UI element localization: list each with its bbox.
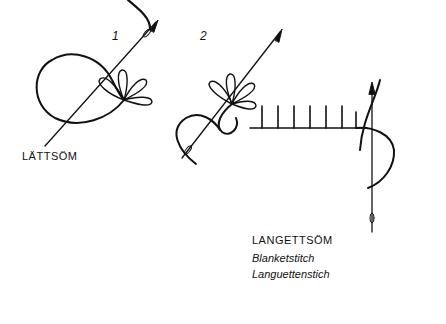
callout-number: 1 xyxy=(112,30,119,43)
stitch-translation: Blanketstitch xyxy=(252,252,314,264)
blanket-stitch xyxy=(250,80,394,232)
stitch-translation: Languettenstich xyxy=(252,268,330,280)
stitch-name: LANGETTSÖM xyxy=(252,234,333,246)
lazy-daisy-step-2 xyxy=(177,29,282,164)
callout-number: 2 xyxy=(200,30,207,43)
stitch-name: LÄTTSÖM xyxy=(22,150,77,162)
lazy-daisy-step-1 xyxy=(37,0,158,146)
